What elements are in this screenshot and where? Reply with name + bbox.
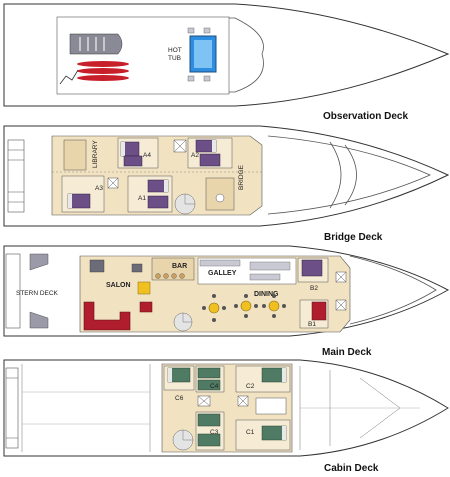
library-room [63,139,87,171]
main-deck-stern [5,253,49,329]
bridge-label: BRIDGE [238,164,245,190]
cabin-c4-bed [197,367,221,379]
salon-sofa [83,301,131,331]
bridge-deck-windscreen [329,141,342,209]
bar-stools [155,273,185,279]
stair-icon [59,69,79,85]
cabin-deck: C6 C4 C3 C2 C1 Cabin Deck [3,359,449,474]
cabin-a2-label: A2 [191,152,199,159]
lounge-chairs [69,33,123,55]
hot-tub-label-line2: TUB [168,55,181,62]
stern-deck-label: STERN DECK [16,290,59,297]
dining-label: DINING [254,291,279,298]
observation-deck-railing [57,17,264,93]
cabin-c1-label: C1 [246,429,255,436]
cabin-c6-label: C6 [175,395,184,402]
cabin-a4-label: A4 [143,152,151,159]
cabin-b1-label: B1 [308,321,316,328]
helm-icon [215,193,225,203]
cabin-b1-bed [311,301,327,321]
salon-cabinet [89,259,105,273]
salon-coffee-table [137,281,151,295]
deck-title-observation: Observation Deck [323,111,408,122]
cabin-c3-bed [197,413,221,427]
cabin-deck-stern [5,364,151,452]
kayaks [77,61,129,81]
cabin-b2-label: B2 [310,285,318,292]
main-deck-bow-railing [349,255,437,325]
cabin-deck-bath [255,397,287,415]
main-deck: STERN DECK SALON BAR GALLEY DINING [3,245,450,358]
galley-label: GALLEY [208,270,237,277]
cabin-a1-label: A1 [138,195,146,202]
cabin-b2-bed [301,259,323,277]
cabin-c2-label: C2 [246,383,255,390]
deck-title-main: Main Deck [322,347,372,358]
hot-tub-label-line1: HOT [168,47,182,54]
cabin-deck-bow [299,366,420,450]
bridge-deck-stern-rails [7,139,25,213]
cabin-c3-label: C3 [210,429,219,436]
deck-title-cabin: Cabin Deck [324,463,379,474]
salon-label: SALON [106,282,131,289]
bar-label: BAR [172,263,187,270]
salon-armchair [139,301,153,313]
bridge-deck-bow-railing [267,135,431,215]
library-label: LIBRARY [92,140,99,168]
dining-tables [202,294,286,322]
tub-seats [187,27,211,82]
observation-deck: HOT TUB Observation Deck [3,3,450,122]
cabin-a3-label: A3 [95,185,103,192]
bridge-deck: LIBRARY A4 A2 A3 A1 BRIDGE Brid [3,125,450,243]
cabin-c4-label: C4 [210,383,219,390]
deck-title-bridge: Bridge Deck [324,232,383,243]
